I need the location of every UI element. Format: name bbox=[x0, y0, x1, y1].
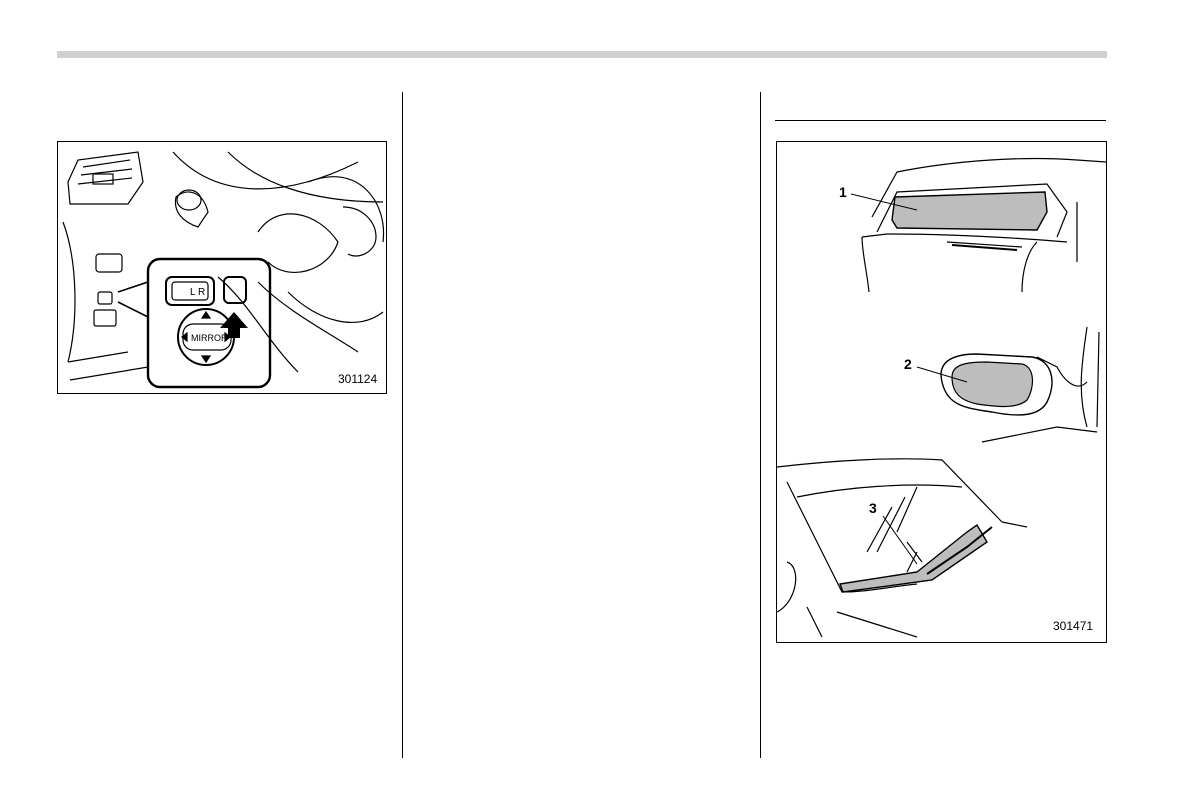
section-rule bbox=[775, 120, 1106, 121]
callout-2: 2 bbox=[904, 356, 912, 372]
mirror-switch-illustration: L R MIRROR bbox=[58, 142, 386, 393]
figure-defogger-areas: 1 2 3 301471 bbox=[776, 141, 1107, 643]
rear-window-glass bbox=[892, 192, 1047, 230]
callout-1: 1 bbox=[839, 184, 847, 200]
header-bar bbox=[57, 51, 1107, 58]
column-divider-left bbox=[402, 92, 403, 758]
column-divider-right bbox=[760, 92, 761, 758]
side-mirror-glass bbox=[952, 362, 1032, 407]
switch-label-mirror: MIRROR bbox=[191, 333, 228, 343]
figure-mirror-switch: L R MIRROR 301124 bbox=[57, 141, 387, 394]
defogger-illustration bbox=[777, 142, 1106, 642]
switch-label-lr: L R bbox=[190, 287, 205, 298]
callout-3: 3 bbox=[869, 500, 877, 516]
figure-code: 301124 bbox=[338, 372, 377, 386]
figure-code: 301471 bbox=[1053, 619, 1093, 633]
